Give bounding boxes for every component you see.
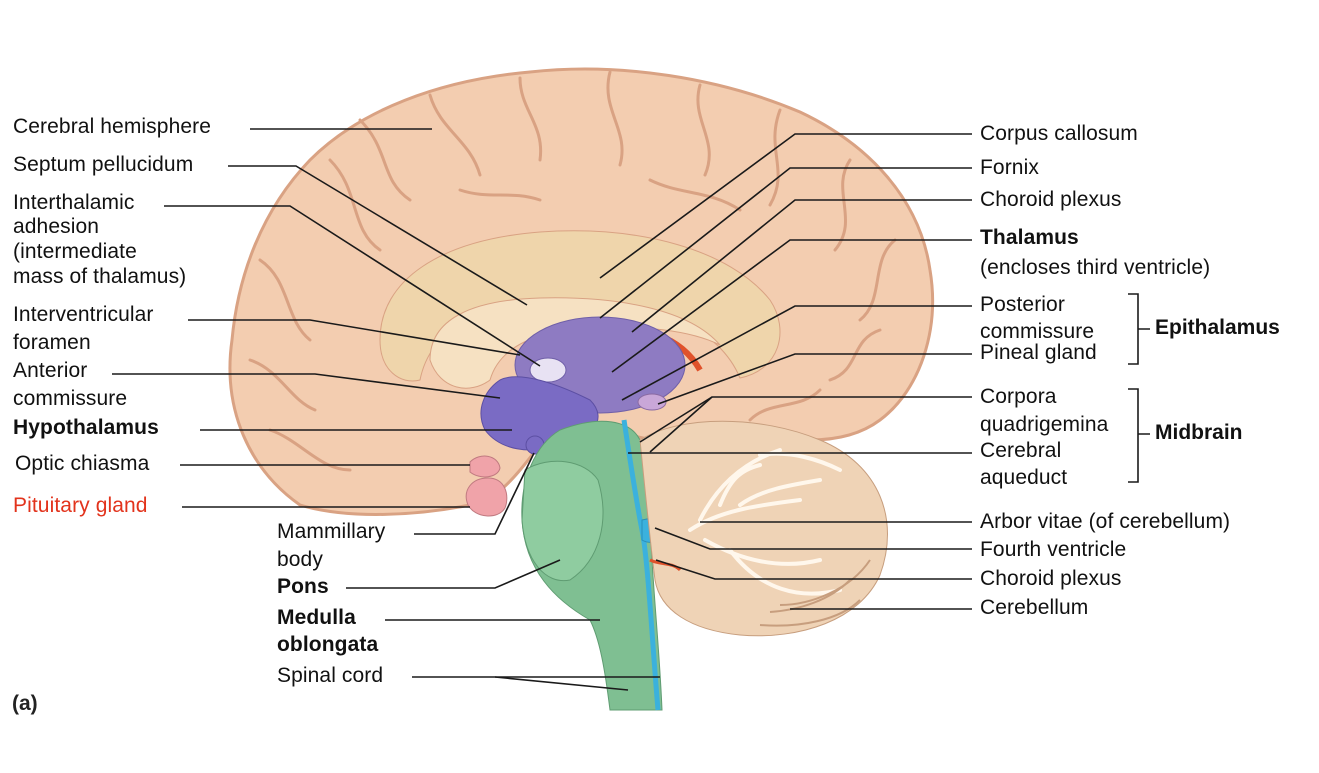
figure-tag: (a) (12, 692, 38, 715)
label-pons: Pons (277, 575, 329, 598)
label-choroid-plexus-top: Choroid plexus (980, 188, 1122, 211)
label-medulla-oblongata-1: Medulla (277, 606, 356, 629)
leader-interventricular-foramen (188, 319, 521, 356)
label-interthalamic-adhesion-3: (intermediate (13, 240, 137, 263)
cerebellum-shape (639, 420, 888, 637)
label-mammillary-body-2: body (277, 548, 323, 571)
label-choroid-plexus-bottom: Choroid plexus (980, 567, 1122, 590)
label-medulla-oblongata-2: oblongata (277, 633, 379, 656)
label-mammillary-body-1: Mammillary (277, 520, 386, 543)
leader-anterior-commissure (112, 373, 501, 399)
label-interventricular-foramen-1: Interventricular (13, 303, 154, 326)
pons-shape (521, 460, 604, 582)
label-anterior-commissure-2: commissure (13, 387, 128, 410)
label-optic-chiasma: Optic chiasma (15, 452, 150, 475)
pituitary-gland-shape (465, 477, 508, 517)
label-epithalamus: Epithalamus (1155, 316, 1280, 339)
leader-fornix (599, 167, 972, 319)
label-fourth-ventricle: Fourth ventricle (980, 538, 1127, 561)
leader-thalamus (611, 239, 972, 373)
label-anterior-commissure-1: Anterior (13, 359, 88, 382)
interthalamic-adhesion-shape (529, 357, 567, 383)
label-cerebral-hemisphere: Cerebral hemisphere (13, 115, 211, 138)
leader-septum-pellucidum (228, 165, 528, 306)
label-corpora-quadrigemina-1: Corpora (980, 385, 1057, 408)
bracket-epithalamus (1128, 293, 1150, 365)
label-midbrain: Midbrain (1155, 421, 1243, 444)
label-thalamus: Thalamus (980, 226, 1079, 249)
leader-spinal-cord-1 (412, 676, 629, 691)
label-interventricular-foramen-2: foramen (13, 331, 91, 354)
label-hypothalamus: Hypothalamus (13, 416, 159, 439)
leader-lines (112, 128, 972, 691)
leader-posterior-commissure (621, 305, 972, 401)
label-cerebral-aqueduct-1: Cerebral (980, 439, 1062, 462)
optic-chiasma-shape (469, 455, 501, 478)
leader-choroid-plexus-top (631, 199, 972, 333)
bracket-midbrain (1128, 388, 1150, 483)
leader-interthalamic-adhesion (164, 205, 541, 367)
label-cerebral-aqueduct-2: aqueduct (980, 466, 1068, 489)
label-corpora-quadrigemina-2: quadrigemina (980, 413, 1109, 436)
label-pituitary-gland: Pituitary gland (13, 494, 148, 517)
leader-pons (346, 559, 561, 589)
leader-mammillary-body (414, 452, 535, 535)
label-arbor-vitae: Arbor vitae (of cerebellum) (980, 510, 1231, 533)
folia-pattern (759, 559, 871, 627)
label-interthalamic-adhesion-2: adhesion (13, 215, 100, 238)
label-corpus-callosum: Corpus callosum (980, 122, 1138, 145)
label-posterior-commissure-1: Posterior (980, 293, 1065, 316)
leader-corpus-callosum (599, 133, 972, 279)
label-pineal-gland: Pineal gland (980, 341, 1097, 364)
leader-choroid-plexus-bottom (655, 559, 972, 580)
label-thalamus-note: (encloses third ventricle) (980, 256, 1211, 279)
label-interthalamic-adhesion-1: Interthalamic (13, 191, 135, 214)
label-interthalamic-adhesion-4: mass of thalamus) (13, 265, 187, 288)
leader-pineal-gland (657, 353, 972, 405)
label-posterior-commissure-2: commissure (980, 320, 1095, 343)
pineal-gland-shape (637, 393, 667, 411)
label-septum-pellucidum: Septum pellucidum (13, 153, 194, 176)
label-fornix: Fornix (980, 156, 1039, 179)
label-cerebellum: Cerebellum (980, 596, 1089, 619)
label-spinal-cord: Spinal cord (277, 664, 384, 687)
leader-fourth-ventricle (654, 527, 972, 550)
leader-corpora-quadrigemina-2 (649, 396, 713, 453)
